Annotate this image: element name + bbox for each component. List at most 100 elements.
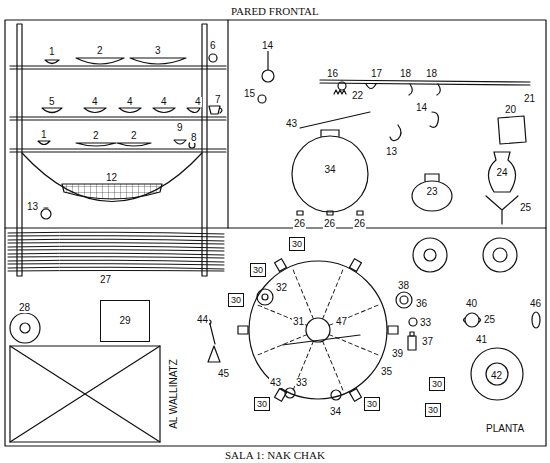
seat-tag: 30 xyxy=(429,377,445,391)
label-slot: 26 xyxy=(353,214,366,230)
callout-number: 4 xyxy=(126,97,134,107)
label-slot: 5 xyxy=(48,92,56,108)
callout-number: 37 xyxy=(421,337,434,347)
label-slot: 41 xyxy=(475,330,488,346)
small-vessels xyxy=(400,296,408,304)
hanging-net xyxy=(62,184,162,199)
callout-number: 47 xyxy=(335,317,348,327)
callout-number: 20 xyxy=(504,105,517,115)
wood-bundle xyxy=(8,260,224,262)
room-sketch xyxy=(5,20,546,446)
callout-number: 38 xyxy=(397,281,410,291)
fire-tools xyxy=(207,320,220,362)
bowl-drawing xyxy=(38,54,222,148)
bed-area xyxy=(10,346,160,442)
table-spokes xyxy=(306,318,330,342)
callout-number: 2 xyxy=(96,46,104,56)
shelf-rack xyxy=(10,151,226,152)
label-slot: 40 xyxy=(465,294,478,310)
label-slot: 6 xyxy=(209,36,217,52)
callout-number: 18 xyxy=(399,69,412,79)
label-slot: 18 xyxy=(425,64,438,80)
floor-box: 29 xyxy=(100,300,150,342)
bowl-drawing xyxy=(38,141,50,145)
callout-number: 35 xyxy=(380,367,393,377)
label-slot: 25 xyxy=(483,310,496,326)
label-slot: 43 xyxy=(269,373,282,389)
callout-number: 42 xyxy=(490,371,503,381)
clay-pot: 34 xyxy=(285,128,375,212)
sheet-title: PARED FRONTAL xyxy=(229,6,321,17)
callout-number: 32 xyxy=(275,283,288,293)
bowl-drawing xyxy=(153,108,175,113)
callout-number: 9 xyxy=(176,123,184,133)
callout-number: 26 xyxy=(323,219,336,229)
bowl-drawing xyxy=(117,143,151,146)
callout-number: 4 xyxy=(160,97,168,107)
floor-rings xyxy=(483,238,517,272)
bowl-drawing xyxy=(209,54,217,62)
label-slot: 45 xyxy=(217,364,230,380)
room-frame xyxy=(5,227,546,228)
callout-number: 30 xyxy=(253,266,263,275)
bowl-drawing xyxy=(84,108,106,113)
shelf-rack xyxy=(17,24,22,276)
callout-number: 26 xyxy=(293,219,306,229)
hanging-net xyxy=(22,153,202,202)
callout-number: 4 xyxy=(194,97,202,107)
label-slot: 35 xyxy=(380,362,393,378)
wood-bundle xyxy=(8,236,224,237)
shelf-rack xyxy=(10,65,226,66)
label-slot: 15 xyxy=(243,84,256,100)
callout-number: 5 xyxy=(48,97,56,107)
heading-slot: SALA 1: NAK CHAK xyxy=(223,446,327,462)
shelf-rack xyxy=(10,24,226,276)
pot-stand xyxy=(486,196,518,224)
table-spokes xyxy=(255,335,307,356)
wood-bundle xyxy=(8,250,224,251)
callout-number: 46 xyxy=(529,299,542,309)
label-slot: 34 xyxy=(329,402,342,418)
callout-number: 2 xyxy=(130,131,138,141)
clay-jar-outline xyxy=(412,174,452,211)
label-slot: 7 xyxy=(214,90,222,106)
label-slot: 13 xyxy=(26,197,39,213)
seat-tag: 30 xyxy=(364,397,380,411)
wood-bundle xyxy=(8,232,224,234)
callout-number: 7 xyxy=(214,95,222,105)
table-spokes xyxy=(238,259,398,402)
clay-jar: 23 xyxy=(410,172,454,212)
fire-tools xyxy=(210,324,215,344)
small-vessels xyxy=(532,312,540,328)
wood-bundle xyxy=(8,243,224,244)
label-slot: 4 xyxy=(126,92,134,108)
hanging-objects xyxy=(320,83,530,85)
callout-number: 12 xyxy=(105,173,118,183)
callout-number: 28 xyxy=(18,303,31,313)
callout-number: 14 xyxy=(415,103,428,113)
shelf-rack xyxy=(10,68,226,69)
seat-tag: 30 xyxy=(250,263,266,277)
wood-bundle xyxy=(8,239,224,241)
callout-number: 30 xyxy=(231,296,241,305)
callout-number: 33 xyxy=(419,318,432,328)
callout-number: 24 xyxy=(496,168,507,178)
hanging-objects xyxy=(262,70,274,82)
table-spokes xyxy=(323,341,344,393)
pot-stand xyxy=(297,211,303,215)
pot-stand xyxy=(297,112,518,224)
floor-rings xyxy=(413,238,447,272)
label-slot: 39 xyxy=(391,344,404,360)
callout-number: 2 xyxy=(92,131,100,141)
label-slot: 32 xyxy=(275,278,288,294)
floor-rings xyxy=(20,323,30,333)
callout-number: 22 xyxy=(351,91,364,101)
bowl-drawing xyxy=(174,140,186,144)
callout-number: 41 xyxy=(475,335,488,345)
callout-number: 30 xyxy=(428,406,438,415)
callout-number: 6 xyxy=(209,41,217,51)
callout-number: 34 xyxy=(329,407,342,417)
hanging-objects xyxy=(320,80,530,82)
hanging-net xyxy=(41,209,51,219)
bowl-drawing xyxy=(76,143,116,146)
